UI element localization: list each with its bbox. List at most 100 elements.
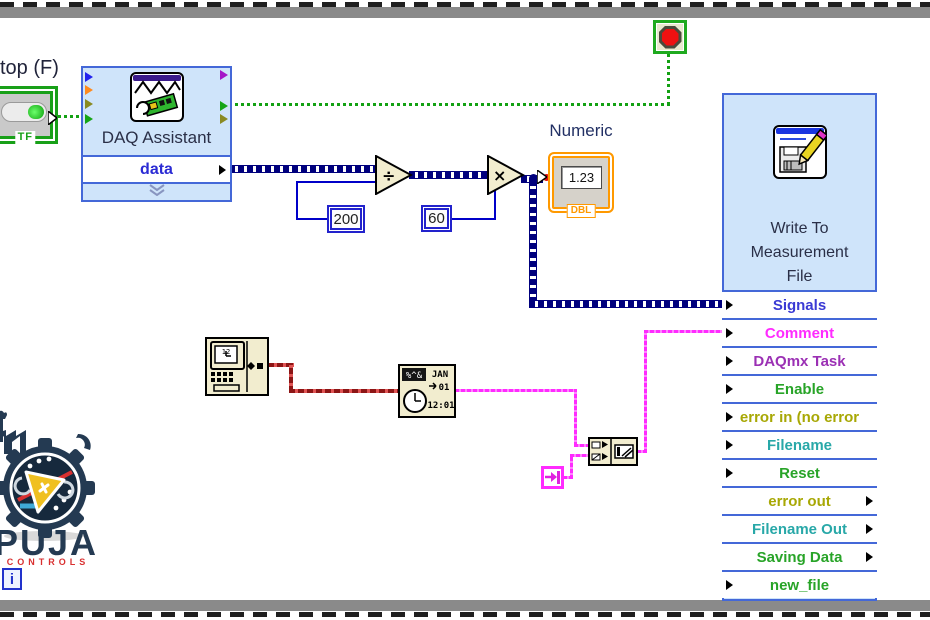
- terminal-label: Filename: [766, 436, 833, 454]
- slide-switch-icon[interactable]: [1, 102, 47, 122]
- svg-text:01: 01: [439, 383, 450, 393]
- loop-border-bottom: [0, 600, 930, 611]
- switch-on-glow: [28, 105, 44, 119]
- logo-tagline-text: CONTROLS: [7, 557, 90, 566]
- svg-text:12:01: 12:01: [427, 401, 454, 411]
- boolean-wire-switch-to-daq[interactable]: [58, 115, 82, 118]
- daq-terminal-icon: [85, 99, 93, 109]
- string-wire-tab-into-concat[interactable]: [570, 454, 590, 457]
- wire-60-v[interactable]: [494, 186, 496, 220]
- wire-200-to-divide[interactable]: [296, 181, 377, 183]
- divide-node[interactable]: ÷: [375, 155, 413, 195]
- constant-60[interactable]: 60: [421, 205, 452, 232]
- terminal-label: new_file: [769, 576, 830, 594]
- stop-octagon-icon: [661, 28, 679, 46]
- timestamp-wire-h1[interactable]: [268, 363, 294, 367]
- format-date-time-node[interactable]: %^& JAN 01 12:01: [398, 364, 456, 418]
- svg-text:%^&: %^&: [406, 371, 423, 381]
- factory-silhouette-icon: [0, 410, 91, 454]
- string-wire-down[interactable]: [574, 389, 577, 446]
- stop-switch-control[interactable]: TF: [0, 86, 58, 144]
- terminal-row-comment[interactable]: Comment: [722, 318, 877, 346]
- daq-card-waveform-icon: [130, 72, 184, 122]
- string-wire-tab-h[interactable]: [563, 476, 573, 479]
- numeric-indicator[interactable]: 1.23 DBL: [548, 152, 614, 218]
- string-wire-to-comment[interactable]: [644, 330, 723, 333]
- dynamic-wire-to-signals[interactable]: [529, 300, 723, 308]
- terminal-arrow-icon: [726, 468, 733, 478]
- wire-60-h[interactable]: [450, 218, 496, 220]
- loop-condition-terminal[interactable]: [653, 20, 687, 54]
- tab-constant[interactable]: [541, 466, 564, 489]
- daq-assistant-vi[interactable]: DAQ Assistant data: [81, 66, 232, 202]
- terminal-row-reset[interactable]: Reset: [722, 458, 877, 486]
- constant-200-value: 200: [333, 210, 359, 228]
- string-wire-tab-v[interactable]: [570, 455, 573, 479]
- numeric-value: 1.23: [561, 166, 602, 189]
- timestamp-wire-v[interactable]: [289, 363, 293, 392]
- terminal-row-error-in-no-error[interactable]: error in (no error: [722, 402, 877, 430]
- terminal-row-saving-data[interactable]: Saving Data: [722, 542, 877, 570]
- stop-control-label: top (F): [0, 57, 59, 79]
- terminal-arrow-icon: [866, 496, 873, 506]
- terminal-label: Saving Data: [756, 548, 843, 566]
- terminal-label: Filename Out: [751, 520, 848, 538]
- concatenate-strings-node[interactable]: [588, 437, 638, 466]
- daq-terminal-icon: [220, 101, 228, 111]
- stop-octagon-ring: [658, 25, 682, 49]
- format-date-time-clock-icon: %^& JAN 01 12:01: [402, 368, 455, 413]
- terminal-row-filename[interactable]: Filename: [722, 430, 877, 458]
- dynamic-wire-divide-to-multiply[interactable]: [409, 171, 489, 179]
- terminal-row-new_file[interactable]: new_file: [722, 570, 877, 598]
- terminal-row-daqmx-task[interactable]: DAQmx Task: [722, 346, 877, 374]
- write-vi-title: Write To Measurement File: [750, 220, 849, 285]
- svg-text:JAN: JAN: [432, 370, 448, 380]
- timestamp-wire-h2[interactable]: [289, 389, 398, 393]
- daq-assistant-title: DAQ Assistant: [101, 128, 212, 147]
- switch-output-terminal: [48, 111, 57, 125]
- string-wire-up[interactable]: [644, 330, 647, 453]
- terminal-row-error-out[interactable]: error out: [722, 486, 877, 514]
- dynamic-wire-branch-down[interactable]: [529, 178, 537, 303]
- wire-200-h[interactable]: [296, 218, 329, 220]
- terminal-row-signals[interactable]: Signals: [722, 290, 877, 318]
- numeric-input-terminal: [537, 170, 547, 184]
- multiply-node[interactable]: ×: [487, 155, 525, 195]
- terminal-arrow-icon: [726, 300, 733, 310]
- puja-controls-logo: PUJA CONTROLS: [0, 410, 98, 566]
- terminal-arrow-icon: [726, 328, 733, 338]
- string-wire-format-out[interactable]: [455, 389, 577, 392]
- daq-terminal-icon: [220, 70, 228, 80]
- daq-data-output-row[interactable]: data: [83, 155, 230, 184]
- numeric-type-badge: DBL: [566, 204, 596, 218]
- logo-brand-text: PUJA: [0, 522, 98, 563]
- boolean-wire-daq-to-stop[interactable]: [229, 103, 670, 106]
- boolean-wire-vertical[interactable]: [667, 53, 670, 105]
- loop-iteration-terminal[interactable]: i: [2, 568, 22, 590]
- string-merge-icon: [591, 439, 634, 464]
- numeric-label: Numeric: [549, 121, 613, 140]
- terminal-arrow-icon: [726, 356, 733, 366]
- svg-text:×: ×: [493, 166, 506, 185]
- terminal-row-enable[interactable]: Enable: [722, 374, 877, 402]
- daq-expand-row[interactable]: [83, 180, 230, 200]
- terminal-row-filename-out[interactable]: Filename Out: [722, 514, 877, 542]
- daq-data-output-arrow: [219, 164, 226, 175]
- dynamic-wire-data-to-divide[interactable]: [229, 165, 377, 173]
- get-date-time-node[interactable]: 12: [205, 337, 269, 396]
- daq-terminal-icon: [85, 114, 93, 124]
- terminal-label: DAQmx Task: [753, 352, 846, 370]
- constant-60-value: 60: [428, 210, 445, 227]
- loop-border-bottom-dashes: [0, 612, 930, 617]
- string-wire-into-concat[interactable]: [574, 444, 590, 447]
- terminal-arrow-icon: [726, 412, 733, 422]
- wire-200-v[interactable]: [296, 182, 298, 220]
- wire-junction-dot: [529, 174, 538, 183]
- string-wire-concat-out[interactable]: [637, 450, 647, 453]
- constant-200[interactable]: 200: [327, 205, 365, 233]
- terminal-arrow-icon: [726, 580, 733, 590]
- daq-terminal-icon: [85, 72, 93, 82]
